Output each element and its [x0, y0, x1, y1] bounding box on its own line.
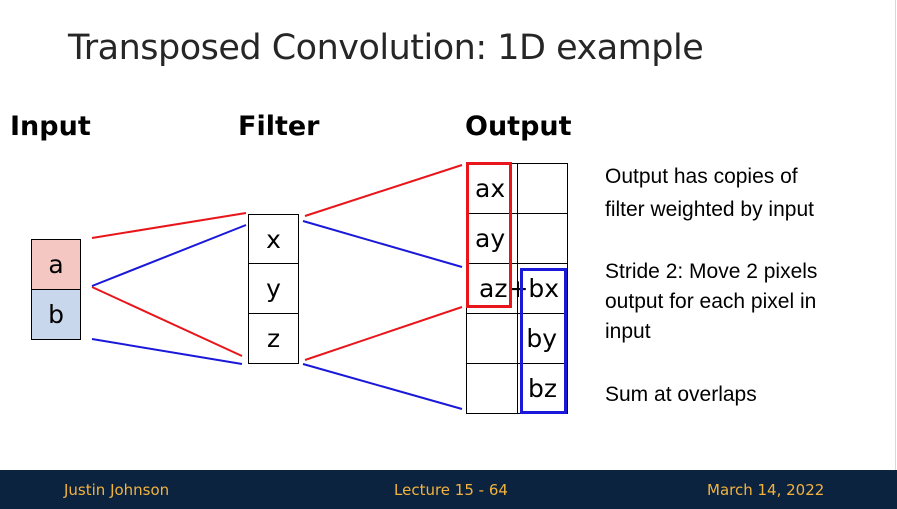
input-cell-a: a [31, 239, 81, 290]
filter-cell-z: z [248, 313, 299, 364]
note-line-5: input [605, 320, 651, 343]
footer-bar: Justin Johnson Lecture 15 - 64 March 14,… [0, 470, 897, 509]
blue-line-input-to-filter-bottom [91, 338, 243, 365]
filter-cell-y: y [248, 263, 299, 314]
filter-cell-x: x [248, 214, 299, 264]
footer-author: Justin Johnson [64, 481, 170, 499]
slide-title: Transposed Convolution: 1D example [68, 28, 704, 68]
filter-heading: Filter [238, 111, 320, 142]
red-line-filter-to-output-bottom [304, 306, 463, 361]
output-heading: Output [465, 111, 572, 142]
red-line-input-to-filter-bottom [91, 286, 243, 357]
slide-border [895, 0, 896, 470]
note-line-1: Output has copies of [605, 165, 798, 188]
footer-date: March 14, 2022 [707, 481, 825, 499]
note-line-2: filter weighted by input [605, 198, 814, 221]
blue-copy-highlight [520, 268, 567, 414]
output-column-divider [517, 163, 518, 414]
note-line-3: Stride 2: Move 2 pixels [605, 260, 818, 283]
blue-line-input-to-filter-top [91, 224, 247, 287]
note-line-6: Sum at overlaps [605, 383, 757, 406]
footer-lecture: Lecture 15 - 64 [394, 481, 508, 499]
red-copy-highlight [466, 162, 512, 308]
input-cell-b: b [31, 289, 81, 340]
connector-lines [91, 164, 463, 410]
red-line-input-to-filter-top [91, 212, 247, 239]
note-line-4: output for each pixel in [605, 290, 817, 313]
input-heading: Input [10, 111, 91, 142]
blue-line-filter-to-output-top [302, 220, 463, 268]
blue-line-filter-to-output-bottom [302, 363, 463, 410]
red-line-filter-to-output-top [304, 164, 463, 217]
